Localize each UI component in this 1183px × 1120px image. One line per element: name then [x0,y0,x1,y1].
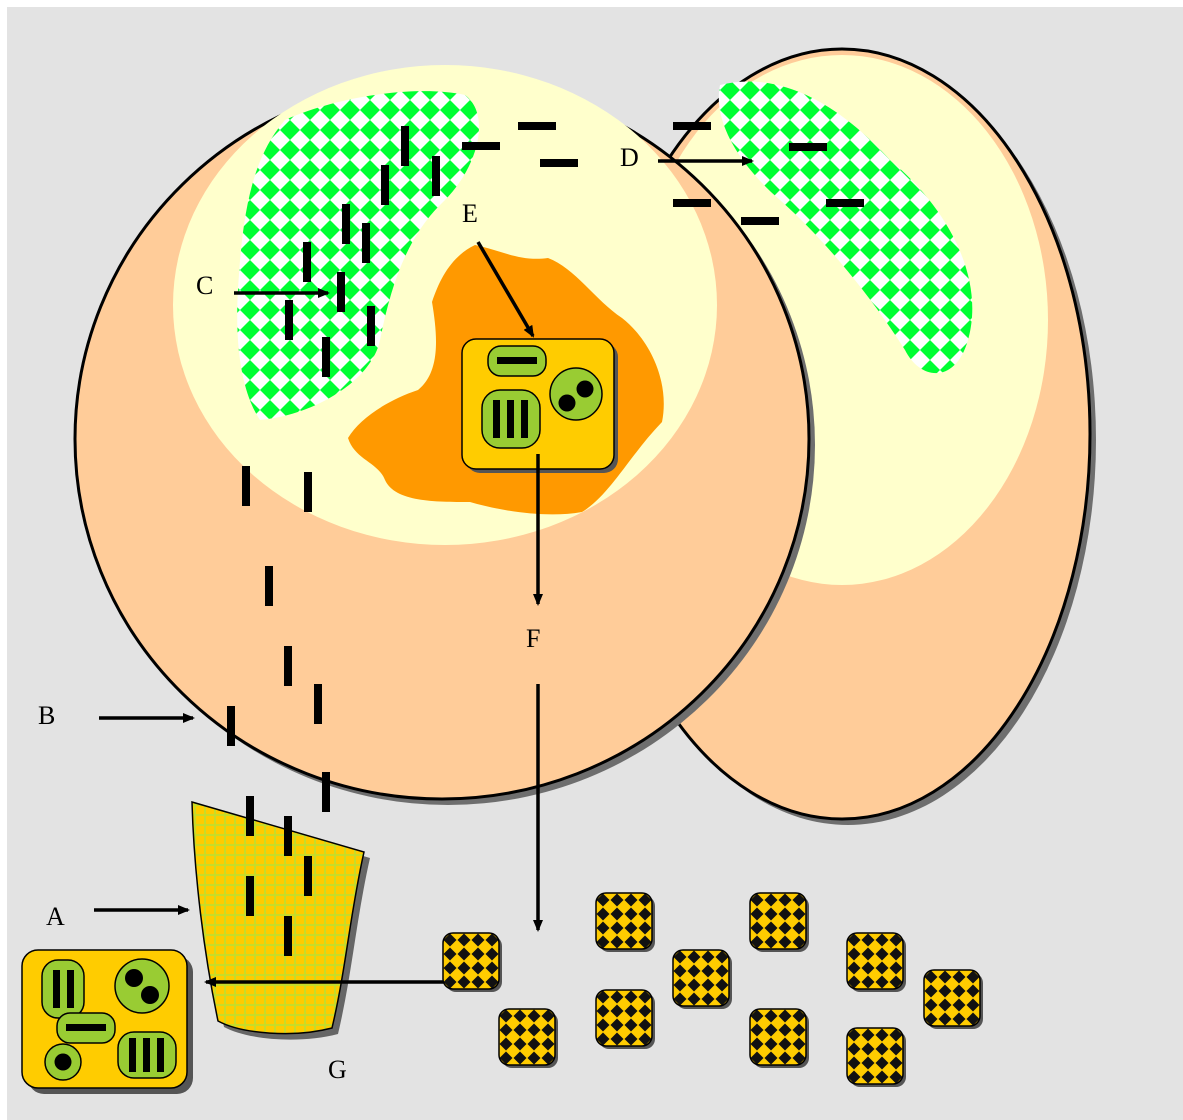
label-e: E [462,199,478,228]
checker-tile-icon [749,1008,810,1069]
checker-tile-icon [498,1008,559,1069]
arrows [94,156,754,987]
checker-tile-icon [846,932,907,993]
organelle-box-large-icon [21,949,193,1094]
arrow-e [476,241,535,338]
left-green-region [237,91,480,420]
label-f: F [526,624,540,653]
checker-tile-icon [442,932,503,993]
label-b: B [38,701,55,730]
checker-tile-icon [595,989,656,1050]
label-d: D [620,143,639,172]
checker-tile-icon [923,969,984,1030]
dash-marks [227,122,864,956]
label-c: C [196,271,213,300]
checker-tile-icon [672,949,733,1010]
checker-tile-icon [595,892,656,953]
label-g: G [328,1055,347,1084]
checker-tile-icon [749,892,810,953]
organelle-box-icon [461,338,618,473]
label-a: A [46,902,65,931]
checker-tile-icon [846,1027,907,1088]
right-green-region [718,81,973,374]
